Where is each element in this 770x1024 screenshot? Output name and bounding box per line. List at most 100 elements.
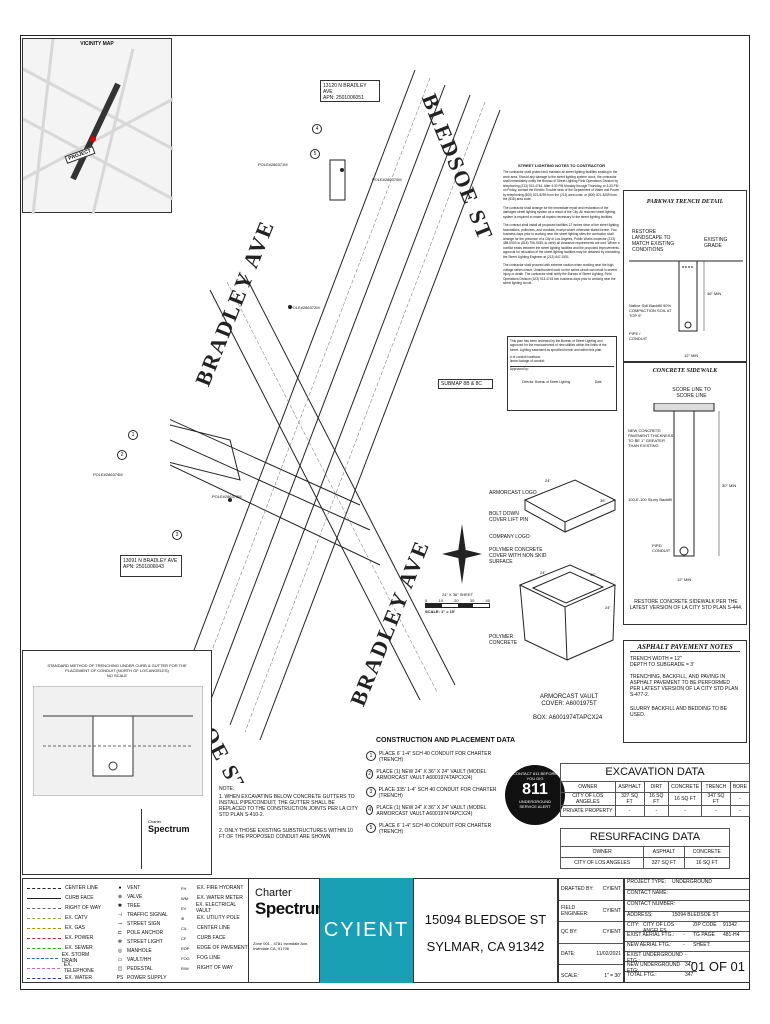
legend-label: TREE xyxy=(127,902,141,909)
sidewalk-pipe: PIPE/ CONDUIT xyxy=(652,543,671,553)
legend-item: EX. STORM DRAIN xyxy=(27,952,102,964)
legend-item: ✻STREET LIGHT xyxy=(113,937,178,946)
legend-code-icon: ⊕ xyxy=(181,915,185,921)
legend-label: CURB FACE xyxy=(197,935,226,941)
tb-city-label: CITY: xyxy=(627,922,640,928)
tb-aerial: - xyxy=(683,932,685,938)
title-block-label: DRAFTED BY: xyxy=(561,886,594,893)
resurfacing-cell: 16 SQ FT xyxy=(683,857,731,869)
legend-label: POWER SUPPLY xyxy=(127,974,167,981)
legend-label: MANHOLE xyxy=(127,947,152,954)
legend-label: EX. ELECTRICAL VAULT xyxy=(195,902,237,914)
legend-item: ●VENT xyxy=(113,883,178,892)
project-address-2: SYLMAR, CA 91342 xyxy=(426,939,545,954)
excavation-cell: - xyxy=(729,792,751,806)
cyient-logo: CYIENT xyxy=(320,878,413,983)
legend-symbol-icon: ✻ xyxy=(117,938,123,945)
legend-label: EX. UTILITY POLE xyxy=(197,915,240,921)
sidewalk-slurry: 100-E-100 Slurry Backfill xyxy=(628,497,673,502)
legend-label: EX. SEWER xyxy=(65,945,93,951)
title-block-value: CYIENT xyxy=(602,886,621,893)
parcel-north-apn: APN: 2501006051 xyxy=(323,95,364,101)
brand-address: Zone 001 - 4781 Irwindale Ave, Irwindale… xyxy=(253,941,309,951)
excavation-header: DIRT xyxy=(643,781,670,793)
bsl-director: Director, Bureau of Street Lighting xyxy=(522,379,571,384)
tb-new-aerial: - xyxy=(683,942,685,948)
parkway-title: PARKWAY TRENCH DETAIL xyxy=(646,199,724,205)
scale-tick-0: 0 xyxy=(425,598,428,603)
standard-spectrum: Spectrum xyxy=(148,824,190,834)
standard-title: STANDARD METHOD OF TRENCHING UNDER CURB … xyxy=(47,663,187,673)
pole-label-2: POLE#286370M xyxy=(372,177,402,182)
legend-label: EX. TELEPHONE xyxy=(63,962,95,974)
title-block-label: FIELD ENGINEER: xyxy=(561,904,589,917)
excavation-cell: - xyxy=(668,805,703,817)
tb-total-label: TOTAL FTG.: xyxy=(627,972,657,978)
title-block-label: SCALE: xyxy=(561,972,579,979)
cyient-wordmark: CYIENT xyxy=(323,919,410,941)
bsl-review-text: This plan has been reviewed by the Burea… xyxy=(510,339,607,352)
submap-label: SUBMAP 8B & 8C xyxy=(438,379,493,389)
vault-label-company: COMPANY LOGO xyxy=(489,534,530,540)
legend-symbol-icon: ◎ xyxy=(117,947,123,954)
excavation-cell: - xyxy=(643,805,670,817)
asphalt-line-3: TRENCHING, BACKFILL, AND PAVING IN ASPHA… xyxy=(630,674,739,698)
vicinity-roads xyxy=(23,39,173,214)
scale-bar: 24" X 36" SHEET 0 10 20 30 40 SCALE: 1" … xyxy=(425,592,490,614)
notes-title: NOTE: xyxy=(219,786,235,792)
concrete-sidewalk-detail: CONCRETE SIDEWALK SCORE LINE TO SCORE LI… xyxy=(623,362,747,625)
notes-item-2: 2. ONLY THOSE EXISTING SUBSTRUCTURES WIT… xyxy=(219,828,353,840)
resurfacing-header: ASPHALT xyxy=(643,846,685,858)
tb-new-ug: 347 xyxy=(685,962,694,968)
legend-label: FOG LINE xyxy=(197,955,221,961)
legend-item: EOP EDGE OF PAVEMENT xyxy=(181,943,249,953)
standard-scale: NO SCALE xyxy=(106,673,128,678)
pole-label-4: POLE#286374M xyxy=(93,472,123,477)
tb-sheet-number: 01 OF 01 xyxy=(690,959,745,974)
sidewalk-title: CONCRETE SIDEWALK xyxy=(652,368,718,374)
scale-tick-1: 10 xyxy=(438,598,443,603)
excavation-header: CONCRETE xyxy=(668,781,703,793)
vicinity-map: VICINITY MAP PROJECT xyxy=(22,38,173,214)
legend-code-icon: C/L xyxy=(181,925,188,931)
sidewalk-score: SCORE LINE TO SCORE LINE xyxy=(672,387,711,399)
marker-1: 1 xyxy=(128,426,141,444)
tb-tg-label: TG PAGE xyxy=(693,932,715,938)
legend-line-icon xyxy=(27,935,61,941)
plan-view xyxy=(170,69,501,741)
parkway-pipe: PIPE / CONDUIT xyxy=(629,331,648,341)
legend-line-icon xyxy=(27,885,61,891)
construction-item-number: 1 xyxy=(366,751,376,761)
drawing-sheet xyxy=(20,35,750,990)
brand-spectrum: Spectrum xyxy=(255,899,330,918)
legend-label: VENT xyxy=(127,884,141,891)
excavation-cell: - xyxy=(614,805,645,817)
asphalt-pavement-notes: ASPHALT PAVEMENT NOTES TRENCH WIDTH = 12… xyxy=(623,640,747,743)
legend-line-icon xyxy=(27,925,61,931)
vault-label-cover: POLYMER CONCRETE COVER WITH NON SKID SUR… xyxy=(489,547,547,565)
vault-dim-3: 24" xyxy=(540,570,546,575)
legend-code-icon: EOP xyxy=(181,945,190,951)
legend-item: ⊸STREET SIGN xyxy=(113,919,178,928)
legend-label: EX. FIRE HYDRANT xyxy=(197,885,244,891)
scale-tick-3: 30 xyxy=(469,598,475,603)
legend-item: ⊕ EX. UTILITY POLE xyxy=(181,913,249,923)
title-block-value: 11/02/2021 xyxy=(596,951,621,958)
legend-item: EX. SEWER xyxy=(27,943,102,953)
street-notes-p2: The contractor shall arrange for the imm… xyxy=(503,205,616,219)
tb-contact-number: CONTACT NUMBER: xyxy=(625,901,749,912)
legend-label: EDGE OF PAVEMENT xyxy=(197,945,248,951)
vault-dim-2: 36" xyxy=(600,498,606,503)
legend-item: ✱TREE xyxy=(113,901,178,910)
